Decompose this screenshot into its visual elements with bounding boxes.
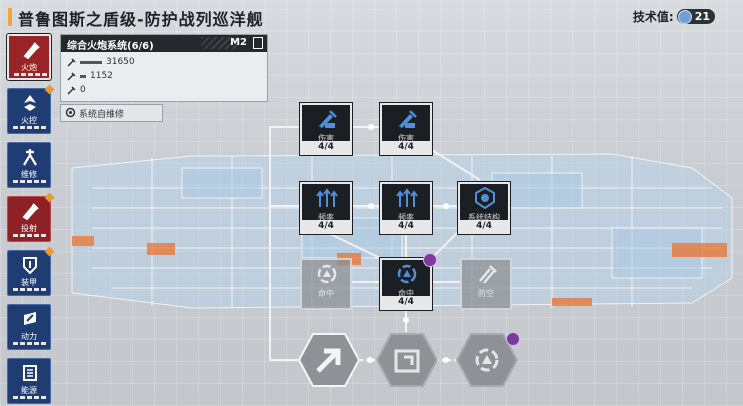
fire-control-icon — [24, 95, 36, 111]
skill-label: 频率 — [398, 213, 414, 222]
hex-node-target[interactable] — [376, 333, 438, 387]
system-sidebar: 火炮 火控 维修 投射 装甲 动力 能源 — [0, 32, 56, 406]
engine-icon — [24, 312, 36, 325]
level-pips — [13, 126, 46, 129]
triple-arrow-up-icon — [396, 188, 418, 207]
sidebar-item-energy[interactable]: 能源 — [7, 358, 51, 404]
triple-arrow-up-icon — [316, 188, 338, 207]
hit-icon — [67, 85, 76, 95]
anti-aircraft-icon — [479, 265, 497, 284]
sidebar-item-label: 维修 — [21, 170, 37, 179]
level-pips — [13, 234, 46, 237]
purple-gem-icon — [423, 253, 437, 267]
level-pips — [13, 180, 46, 183]
stat-value: 1152 — [90, 71, 113, 81]
skill-level: 4/4 — [302, 141, 350, 153]
skill-label: 防空 — [478, 289, 494, 298]
skill-label: 命中 — [318, 289, 334, 298]
gear-icon — [65, 107, 76, 118]
skill-level: 4/4 — [382, 141, 430, 153]
stat-rate: 1152 — [67, 71, 113, 81]
stat-bar — [80, 60, 102, 64]
sidebar-item-repair[interactable]: 维修 — [7, 142, 51, 188]
sidebar-item-cannon[interactable]: 火炮 — [7, 34, 51, 80]
system-name: 综合火炮系统(6/6) — [67, 41, 154, 52]
tech-value-display: 技术值: 21 — [633, 8, 715, 25]
skill-node-damage-1[interactable]: 伤害 4/4 — [300, 103, 352, 155]
skill-label: 命中 — [398, 289, 414, 298]
level-pips — [14, 73, 47, 76]
stat-hit: 0 — [67, 85, 86, 95]
stat-bar — [80, 74, 86, 78]
sidebar-item-fire-control[interactable]: 火控 — [7, 84, 55, 134]
panel-header: 综合火炮系统(6/6) M2 — [61, 35, 267, 52]
cannon-icon — [319, 110, 337, 128]
sidebar-item-label: 动力 — [21, 332, 37, 341]
sidebar-item-armor[interactable]: 装甲 — [7, 246, 55, 296]
target-icon — [397, 264, 417, 284]
title-accent-bar — [8, 8, 12, 26]
skill-node-hit[interactable]: 命中 4/4 — [380, 253, 437, 310]
tech-value: 21 — [694, 10, 710, 23]
self-repair-tag[interactable]: 系统自维修 — [60, 104, 163, 122]
sidebar-item-label: 火炮 — [21, 63, 37, 72]
skill-node-damage-2[interactable]: 伤害 4/4 — [380, 103, 432, 155]
hex-node-damage[interactable] — [298, 333, 360, 387]
cannon-icon — [23, 42, 40, 60]
skill-node-hit-locked[interactable]: 命中 — [300, 258, 352, 310]
tech-label: 技术值: — [632, 10, 674, 24]
repair-icon — [23, 149, 37, 166]
document-icon[interactable] — [253, 37, 263, 49]
sidebar-item-label: 火控 — [21, 116, 37, 125]
system-info-panel: 综合火炮系统(6/6) M2 31650 1152 0 — [60, 34, 268, 102]
skill-node-rate-1[interactable]: 频率 4/4 — [300, 182, 352, 234]
hex-node-energy[interactable] — [456, 333, 518, 387]
skill-level: 4/4 — [382, 220, 430, 232]
damage-icon — [67, 57, 76, 67]
purple-gem-icon — [506, 332, 520, 346]
rate-icon — [67, 71, 76, 81]
skill-label: 频率 — [318, 213, 334, 222]
self-repair-label: 系统自维修 — [79, 110, 125, 120]
tech-orb-icon — [677, 9, 692, 24]
sidebar-item-engine[interactable]: 动力 — [7, 304, 51, 350]
skill-level: 4/4 — [302, 220, 350, 232]
skill-label: 伤害 — [398, 134, 414, 143]
skill-label: 系统结构 — [468, 213, 500, 222]
sidebar-item-label: 能源 — [21, 386, 37, 395]
stat-value: 0 — [80, 85, 86, 95]
sidebar-item-label: 投射 — [21, 224, 37, 233]
target-icon — [317, 264, 337, 284]
sidebar-item-launcher[interactable]: 投射 — [7, 192, 55, 242]
system-level: M2 — [230, 37, 247, 48]
skill-level: 4/4 — [460, 220, 508, 232]
arrow-up-right-icon — [316, 348, 341, 373]
gear-shield-icon — [475, 187, 495, 209]
skill-level: 4/4 — [382, 296, 430, 308]
top-bar: 普鲁图斯之盾级-防护战列巡洋舰 技术值: 21 — [0, 0, 743, 32]
level-pips — [13, 342, 46, 345]
header-hatch — [201, 37, 239, 49]
sidebar-item-label: 装甲 — [21, 278, 37, 287]
armor-icon — [23, 257, 37, 275]
level-pips — [13, 396, 46, 399]
skill-node-rate-2[interactable]: 频率 4/4 — [380, 182, 432, 234]
stat-damage: 31650 — [67, 57, 135, 67]
launcher-icon — [22, 203, 39, 221]
tech-badge[interactable]: 21 — [676, 9, 715, 24]
target-icon — [475, 348, 499, 372]
skill-node-structure[interactable]: 系统结构 4/4 — [458, 182, 510, 234]
cannon-icon — [399, 110, 417, 128]
frame-target-icon — [394, 349, 420, 373]
energy-icon — [23, 365, 37, 381]
page-title: 普鲁图斯之盾级-防护战列巡洋舰 — [18, 10, 264, 29]
skill-node-anti-aircraft[interactable]: 防空 — [460, 258, 512, 310]
level-pips — [13, 288, 46, 291]
stat-value: 31650 — [106, 57, 135, 67]
skill-label: 伤害 — [318, 134, 334, 143]
